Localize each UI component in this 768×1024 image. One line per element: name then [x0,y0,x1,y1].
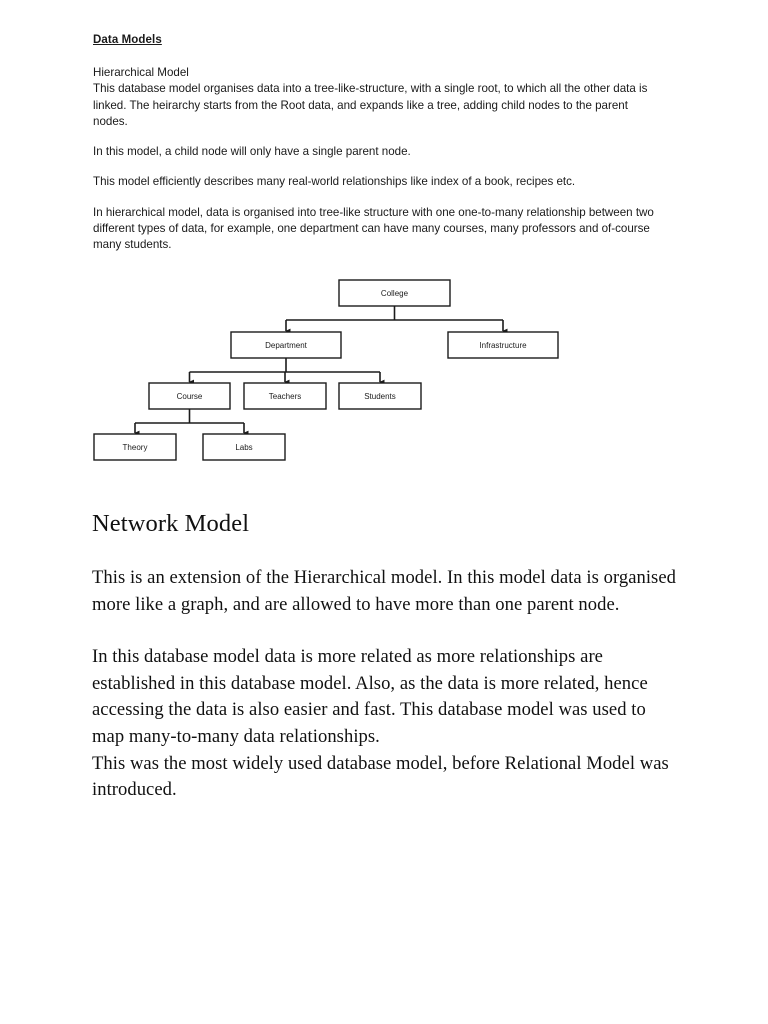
tree-node-label: College [381,289,409,298]
paragraph-1: This database model organises data into … [93,82,648,128]
tree-node-infrastructure: Infrastructure [447,331,559,359]
paragraph-2: In this model, a child node will only ha… [93,145,411,159]
tree-node-teachers: Teachers [243,382,327,410]
tree-node-department: Department [230,331,342,359]
paragraph-4: In hierarchical model, data is organised… [93,205,654,252]
network-paragraph-3: This was the most widely used database m… [92,752,669,801]
tree-node-students: Students [338,382,422,410]
network-paragraph-2: In this database model data is more rela… [92,646,648,747]
tree-node-label: Infrastructure [479,341,527,350]
tree-node-label: Students [364,392,396,401]
tree-node-label: Labs [235,443,252,452]
hierarchical-model-section: Data Models Hierarchical Model This data… [93,33,661,254]
tree-node-college: College [338,279,451,307]
tree-node-course: Course [148,382,231,410]
hierarchical-model-subheading: Hierarchical Model [93,66,189,79]
tree-node-theory: Theory [93,433,177,461]
paragraph-3: This model efficiently describes many re… [93,175,576,189]
network-paragraph-1: This is an extension of the Hierarchical… [92,567,676,615]
network-model-section: Network Model This is an extension of th… [92,510,677,804]
tree-node-label: Course [177,392,203,401]
tree-node-label: Teachers [269,392,301,401]
page-title: Data Models [93,34,162,46]
tree-node-labs: Labs [202,433,286,461]
network-model-heading: Network Model [92,510,250,537]
tree-node-label: Department [265,341,308,350]
tree-node-label: Theory [123,443,148,452]
